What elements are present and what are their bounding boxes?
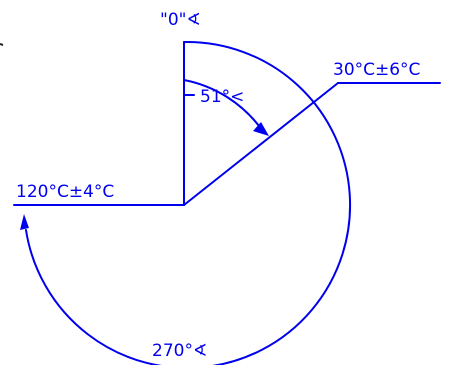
corner-tick (0, 43, 4, 46)
zero-label: "0"∢ (160, 10, 201, 30)
arc-270-arrowhead (20, 214, 29, 230)
arc-51-arrowhead (253, 122, 269, 136)
arc-51 (183, 79, 263, 131)
angle-51-label: 51°< (200, 87, 244, 107)
diagram-lines (13, 40, 441, 365)
temp-120-label: 120°C±4°C (16, 182, 114, 202)
temp-30-label: 30°C±6°C (333, 60, 420, 80)
diagonal-line (183, 82, 339, 206)
arc-270 (25, 40, 352, 365)
angle-270-label: 270°∢ (152, 341, 207, 361)
